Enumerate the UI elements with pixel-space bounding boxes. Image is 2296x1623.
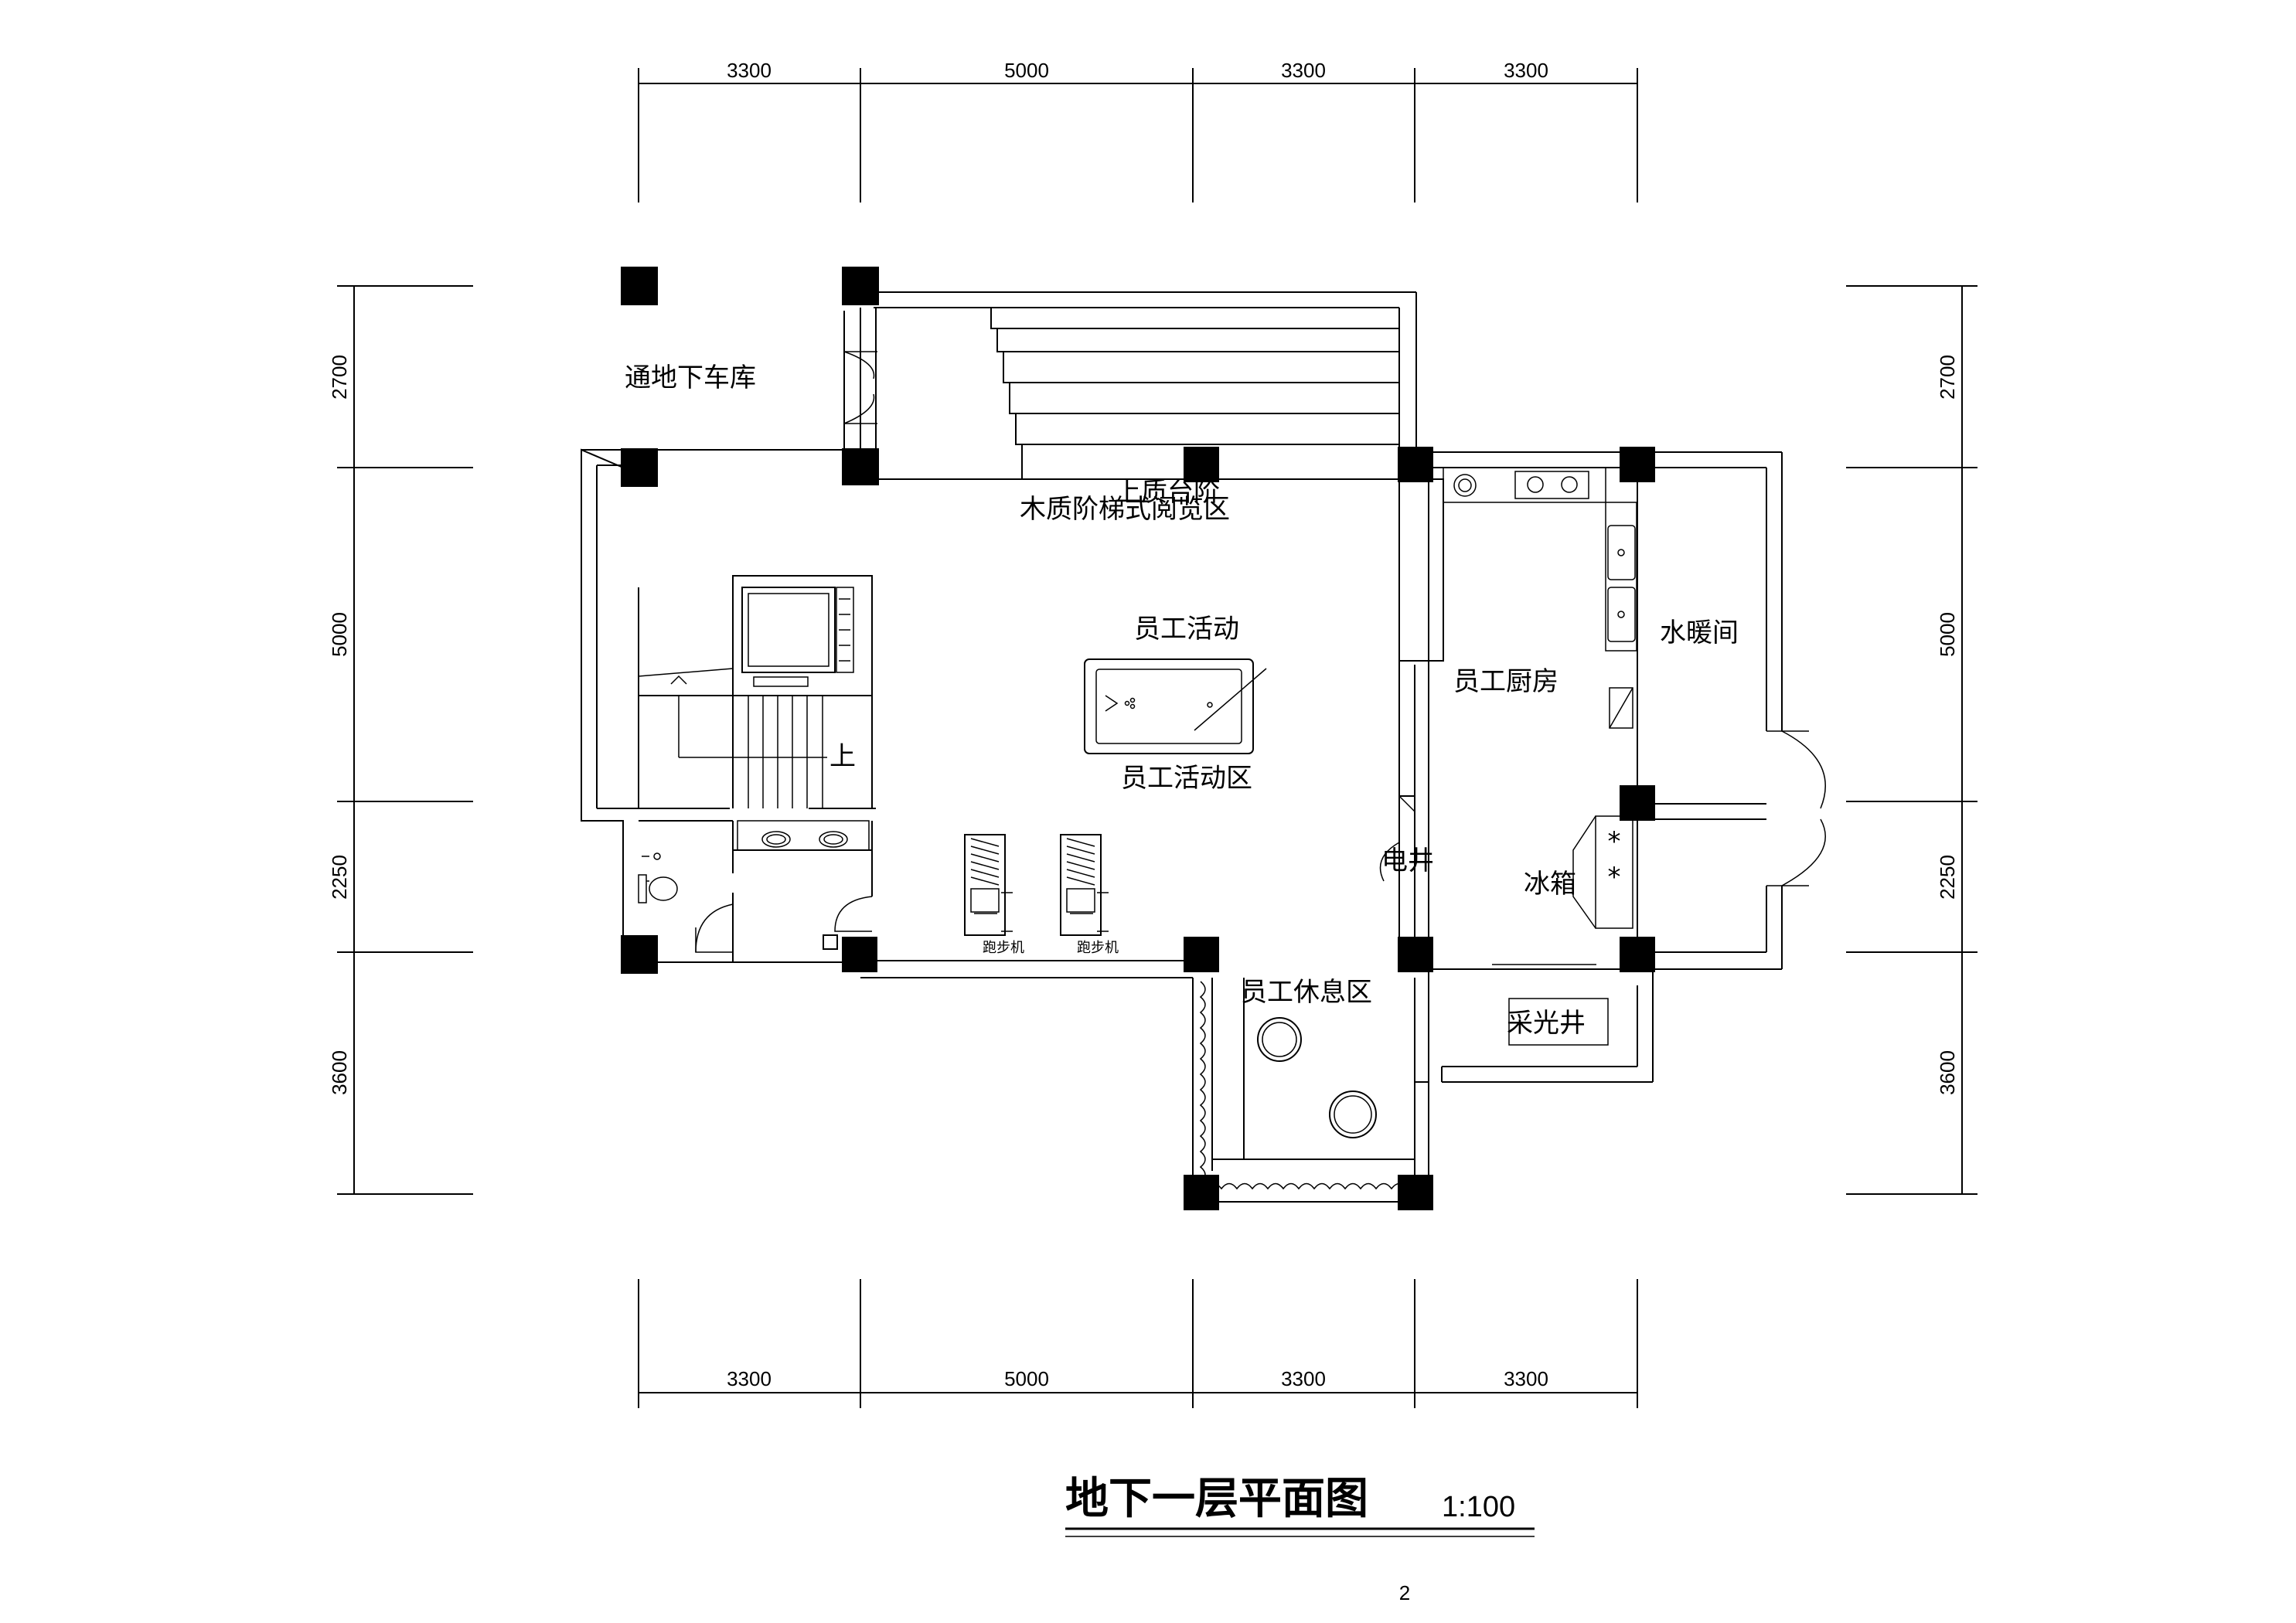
dim-bottom-1: 3300 [727,1367,772,1390]
treadmill-1 [964,834,1013,936]
dim-bottom-4: 3300 [1504,1367,1548,1390]
dim-left-1: 2700 [328,355,351,400]
hvac-doors [1766,730,1826,886]
dim-top-2: 5000 [1004,59,1049,82]
label-lounge: 员工休息区 [1241,977,1372,1008]
columns [621,267,1655,1210]
bottom-dimension-line: 3300 5000 3300 3300 [638,1279,1638,1408]
top-dimension-line: 3300 5000 3300 3300 [638,59,1638,202]
label-treadmill-2: 跑步机 [1077,940,1119,956]
dim-right-3: 2250 [1936,855,1959,900]
dim-top-1: 3300 [727,59,772,82]
dim-left-2: 5000 [328,612,351,657]
label-activity-area: 员工活动区 [1121,763,1252,794]
label-electric-shaft: 电井 [1381,846,1434,876]
dim-right-2: 5000 [1936,612,1959,657]
lightwell-box [1508,998,1609,1046]
drawing-scale: 1:100 [1442,1491,1515,1523]
label-kitchen: 员工厨房 [1453,666,1558,697]
label-stair-up: 上 [829,741,856,772]
label-activity-title: 员工活动 [1134,614,1239,645]
dim-left-3: 2250 [328,855,351,900]
pool-table [1084,658,1267,754]
fridge-mark-2-icon: * [1608,862,1621,893]
dim-top-3: 3300 [1281,59,1326,82]
label-reading-area: 木质阶梯式阅览区 [1020,494,1230,525]
elevator [732,575,873,696]
lounge-fixtures [1192,978,1408,1202]
dim-right-1: 2700 [1936,355,1959,400]
label-steps-note: 上质台阶 [1115,477,1220,508]
wooden-stepped-seating [990,308,1399,479]
label-treadmill-1: 跑步机 [983,940,1024,956]
page-number: 2 [1399,1581,1410,1604]
treadmill-2 [1060,834,1109,936]
bathroom [638,820,873,962]
garage-door [843,311,877,450]
label-garage: 通地下车库 [625,362,756,393]
right-dimension-line: 2700 5000 2250 3600 [1846,285,1977,1195]
dim-left-4: 3600 [328,1050,351,1095]
fridge-mark-1-icon: * [1608,826,1621,857]
left-dimension-line: 2700 5000 2250 3600 [328,285,473,1195]
drawing-title: 地下一层平面图 [1065,1474,1368,1524]
walls [581,291,1783,1203]
label-fridge: 冰箱 [1524,869,1576,900]
label-hvac-room: 水暖间 [1660,618,1739,648]
staircase [638,587,873,808]
dim-right-4: 3600 [1936,1050,1959,1095]
dim-bottom-2: 5000 [1004,1367,1049,1390]
dim-bottom-3: 3300 [1281,1367,1326,1390]
label-lightwell: 采光井 [1507,1008,1586,1039]
dim-top-4: 3300 [1504,59,1548,82]
kitchen-fixtures: * * [1379,467,1637,965]
